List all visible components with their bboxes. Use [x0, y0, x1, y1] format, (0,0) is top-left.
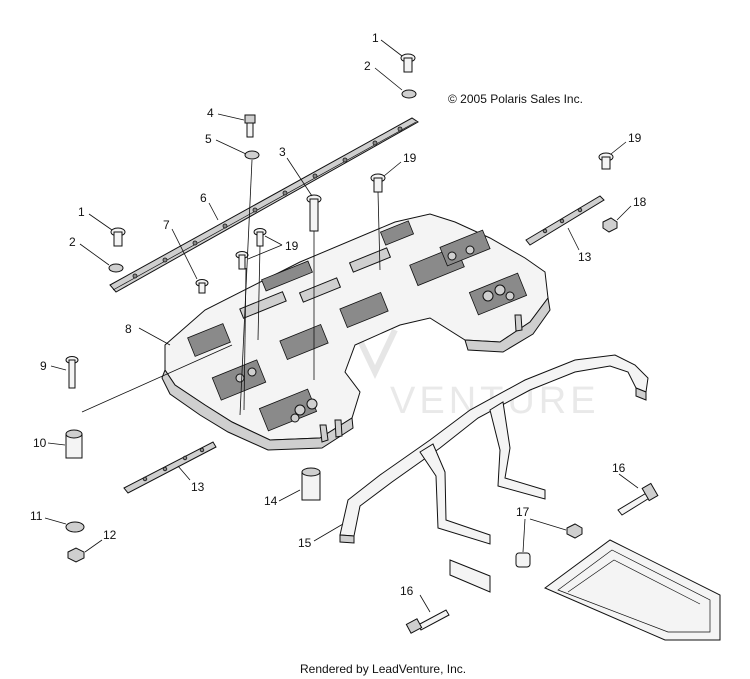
callout-label: 3 — [279, 145, 286, 159]
rail-strip-long — [109, 117, 419, 293]
rail-strip-short-left — [123, 441, 217, 494]
rail-strip-short-right — [525, 195, 605, 246]
copyright-text: © 2005 Polaris Sales Inc. — [448, 92, 583, 106]
callout-label: 15 — [298, 536, 312, 550]
callout-4: 4 — [207, 106, 245, 121]
callout-6: 6 — [200, 191, 219, 221]
callout-label: 19 — [403, 151, 417, 165]
callout-19-top: 19 — [383, 151, 417, 177]
callout-17: 17 — [516, 505, 567, 553]
callout-15: 15 — [298, 523, 344, 550]
callout-label: 19 — [628, 131, 642, 145]
bolt-9 — [65, 356, 79, 389]
callout-label: 17 — [516, 505, 530, 519]
support-frame — [339, 354, 721, 641]
callout-label: 9 — [40, 359, 47, 373]
callout-label: 1 — [372, 31, 379, 45]
callout-10: 10 — [33, 436, 66, 450]
callout-label: 6 — [200, 191, 207, 205]
callout-label: 19 — [285, 239, 299, 253]
callout-label: 7 — [163, 218, 170, 232]
nut-18 — [602, 217, 618, 233]
bolt-19-mid-b — [235, 251, 249, 270]
callout-1-left: 1 — [78, 205, 113, 231]
callout-label: 13 — [578, 250, 592, 264]
callout-label: 10 — [33, 436, 47, 450]
spacer-10 — [65, 429, 83, 459]
callout-5: 5 — [205, 132, 247, 155]
washer-11 — [65, 521, 85, 533]
callout-16-lower: 16 — [400, 584, 431, 613]
callout-label: 2 — [364, 59, 371, 73]
bolt-3 — [306, 194, 322, 232]
nut-17 — [515, 523, 583, 568]
callout-3: 3 — [279, 145, 313, 197]
callout-8: 8 — [125, 322, 171, 346]
callout-16-right: 16 — [612, 461, 639, 489]
callout-label: 4 — [207, 106, 214, 120]
washer-2-left — [108, 263, 124, 273]
spacer-14 — [301, 467, 321, 501]
nut-12 — [67, 547, 85, 563]
bolt-19-right — [598, 152, 614, 170]
bolt-1-left — [110, 227, 126, 247]
callout-1-top: 1 — [372, 31, 403, 57]
callout-label: 12 — [103, 528, 117, 542]
rear-rack — [161, 213, 551, 451]
callout-label: 1 — [78, 205, 85, 219]
callout-label: 14 — [264, 494, 278, 508]
callout-18: 18 — [616, 195, 647, 221]
bolt-16-right — [617, 482, 659, 516]
bolt-1-top — [400, 53, 416, 73]
callout-13-left: 13 — [177, 465, 205, 494]
assembly-lines — [81, 159, 381, 416]
rack-pockets — [187, 220, 528, 432]
callout-label: 18 — [633, 195, 647, 209]
callout-9: 9 — [40, 359, 67, 373]
bolt-19-mid-a — [253, 228, 267, 247]
callout-7: 7 — [163, 218, 198, 280]
callout-2-left: 2 — [69, 235, 110, 266]
callout-label: 16 — [612, 461, 626, 475]
callout-19-right: 19 — [610, 131, 642, 155]
bolt-19-top — [370, 173, 386, 193]
callout-label: 11 — [30, 509, 43, 523]
callout-13-right: 13 — [567, 227, 592, 264]
callout-label: 5 — [205, 132, 212, 146]
callout-14: 14 — [264, 489, 301, 508]
callout-19-mid: 19 — [247, 235, 299, 260]
washer-5 — [244, 150, 260, 160]
footer-text: Rendered by LeadVenture, Inc. — [300, 662, 466, 676]
callout-11: 11 — [30, 509, 67, 525]
callout-12: 12 — [84, 528, 117, 553]
callout-2-top: 2 — [364, 59, 403, 91]
washer-2-top — [401, 89, 417, 99]
callout-label: 16 — [400, 584, 414, 598]
callout-label: 8 — [125, 322, 132, 336]
callout-label: 13 — [191, 480, 205, 494]
bolt-16-lower — [405, 609, 450, 634]
bolt-7 — [195, 279, 209, 294]
bolt-4 — [244, 114, 256, 138]
callout-label: 2 — [69, 235, 76, 249]
